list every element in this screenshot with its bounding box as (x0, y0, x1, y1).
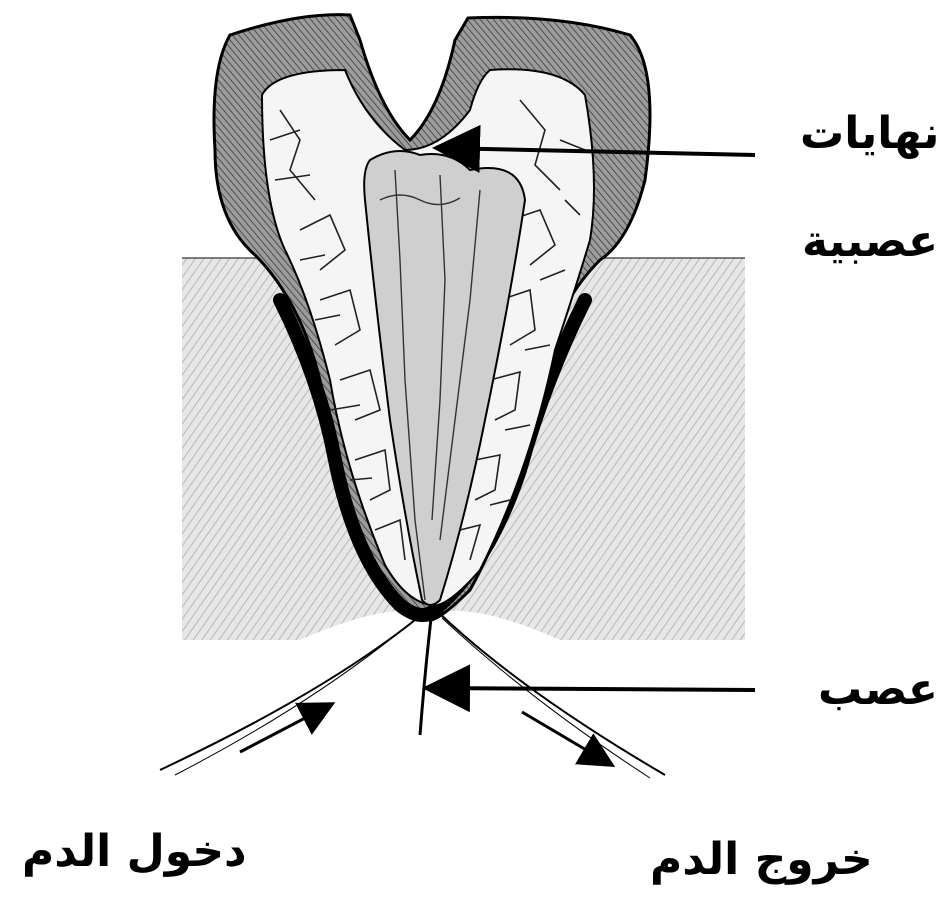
nerve-pointer (430, 688, 755, 690)
label-nerve: عصب (818, 668, 938, 712)
label-nerve-endings-line2: عصبية (802, 220, 938, 264)
label-blood-in: دخول الدم (22, 830, 247, 874)
label-blood-out: خروج الدم (650, 838, 873, 882)
nerve-fiber (420, 610, 432, 735)
label-nerve-endings-line1: نهايات (800, 112, 939, 156)
blood-in-arrow (240, 705, 330, 752)
